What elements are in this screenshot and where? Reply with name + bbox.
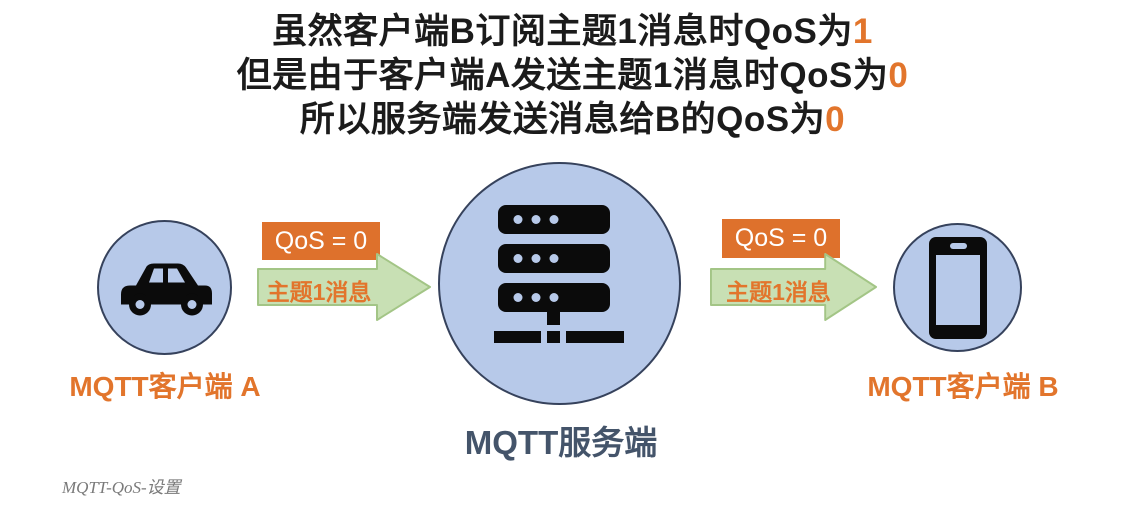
arrow-a-to-server xyxy=(257,253,431,321)
title-line-1-qos-value: 1 xyxy=(852,12,873,51)
smartphone-icon xyxy=(928,236,987,339)
qos-badge-a-to-server: QoS = 0 xyxy=(262,222,380,260)
title-line-1: 虽然客户端B订阅主题1消息时QoS为1 xyxy=(0,10,1145,54)
client-b-label: MQTT客户端 B xyxy=(867,371,1059,402)
title-line-2-text: 但是由于客户端A发送主题1消息时QoS为 xyxy=(236,56,889,95)
title-line-1-text: 虽然客户端B订阅主题1消息时QoS为 xyxy=(272,12,853,51)
client-a-node xyxy=(97,220,232,355)
topic-message-server-to-b: 主题1消息 xyxy=(726,279,831,305)
footer-caption: MQTT-QoS-设置 xyxy=(62,478,181,497)
topic-message-a-to-server: 主题1消息 xyxy=(266,279,372,305)
client-a-label: MQTT客户端 A xyxy=(69,371,261,402)
title-line-3: 所以服务端发送消息给B的QoS为0 xyxy=(0,98,1145,142)
server-icon xyxy=(493,204,624,343)
title-line-3-text: 所以服务端发送消息给B的QoS为 xyxy=(299,100,826,139)
title-line-3-qos-value: 0 xyxy=(825,100,846,139)
server-node xyxy=(438,162,681,405)
qos-badge-server-to-b: QoS = 0 xyxy=(722,219,840,258)
arrow-server-to-b xyxy=(710,253,878,321)
diagram-title: 虽然客户端B订阅主题1消息时QoS为1 但是由于客户端A发送主题1消息时QoS为… xyxy=(0,10,1145,142)
title-line-2-qos-value: 0 xyxy=(888,56,909,95)
server-label: MQTT服务端 xyxy=(464,424,658,461)
title-line-2: 但是由于客户端A发送主题1消息时QoS为0 xyxy=(0,54,1145,98)
car-icon xyxy=(120,263,212,316)
client-b-node xyxy=(893,223,1022,352)
